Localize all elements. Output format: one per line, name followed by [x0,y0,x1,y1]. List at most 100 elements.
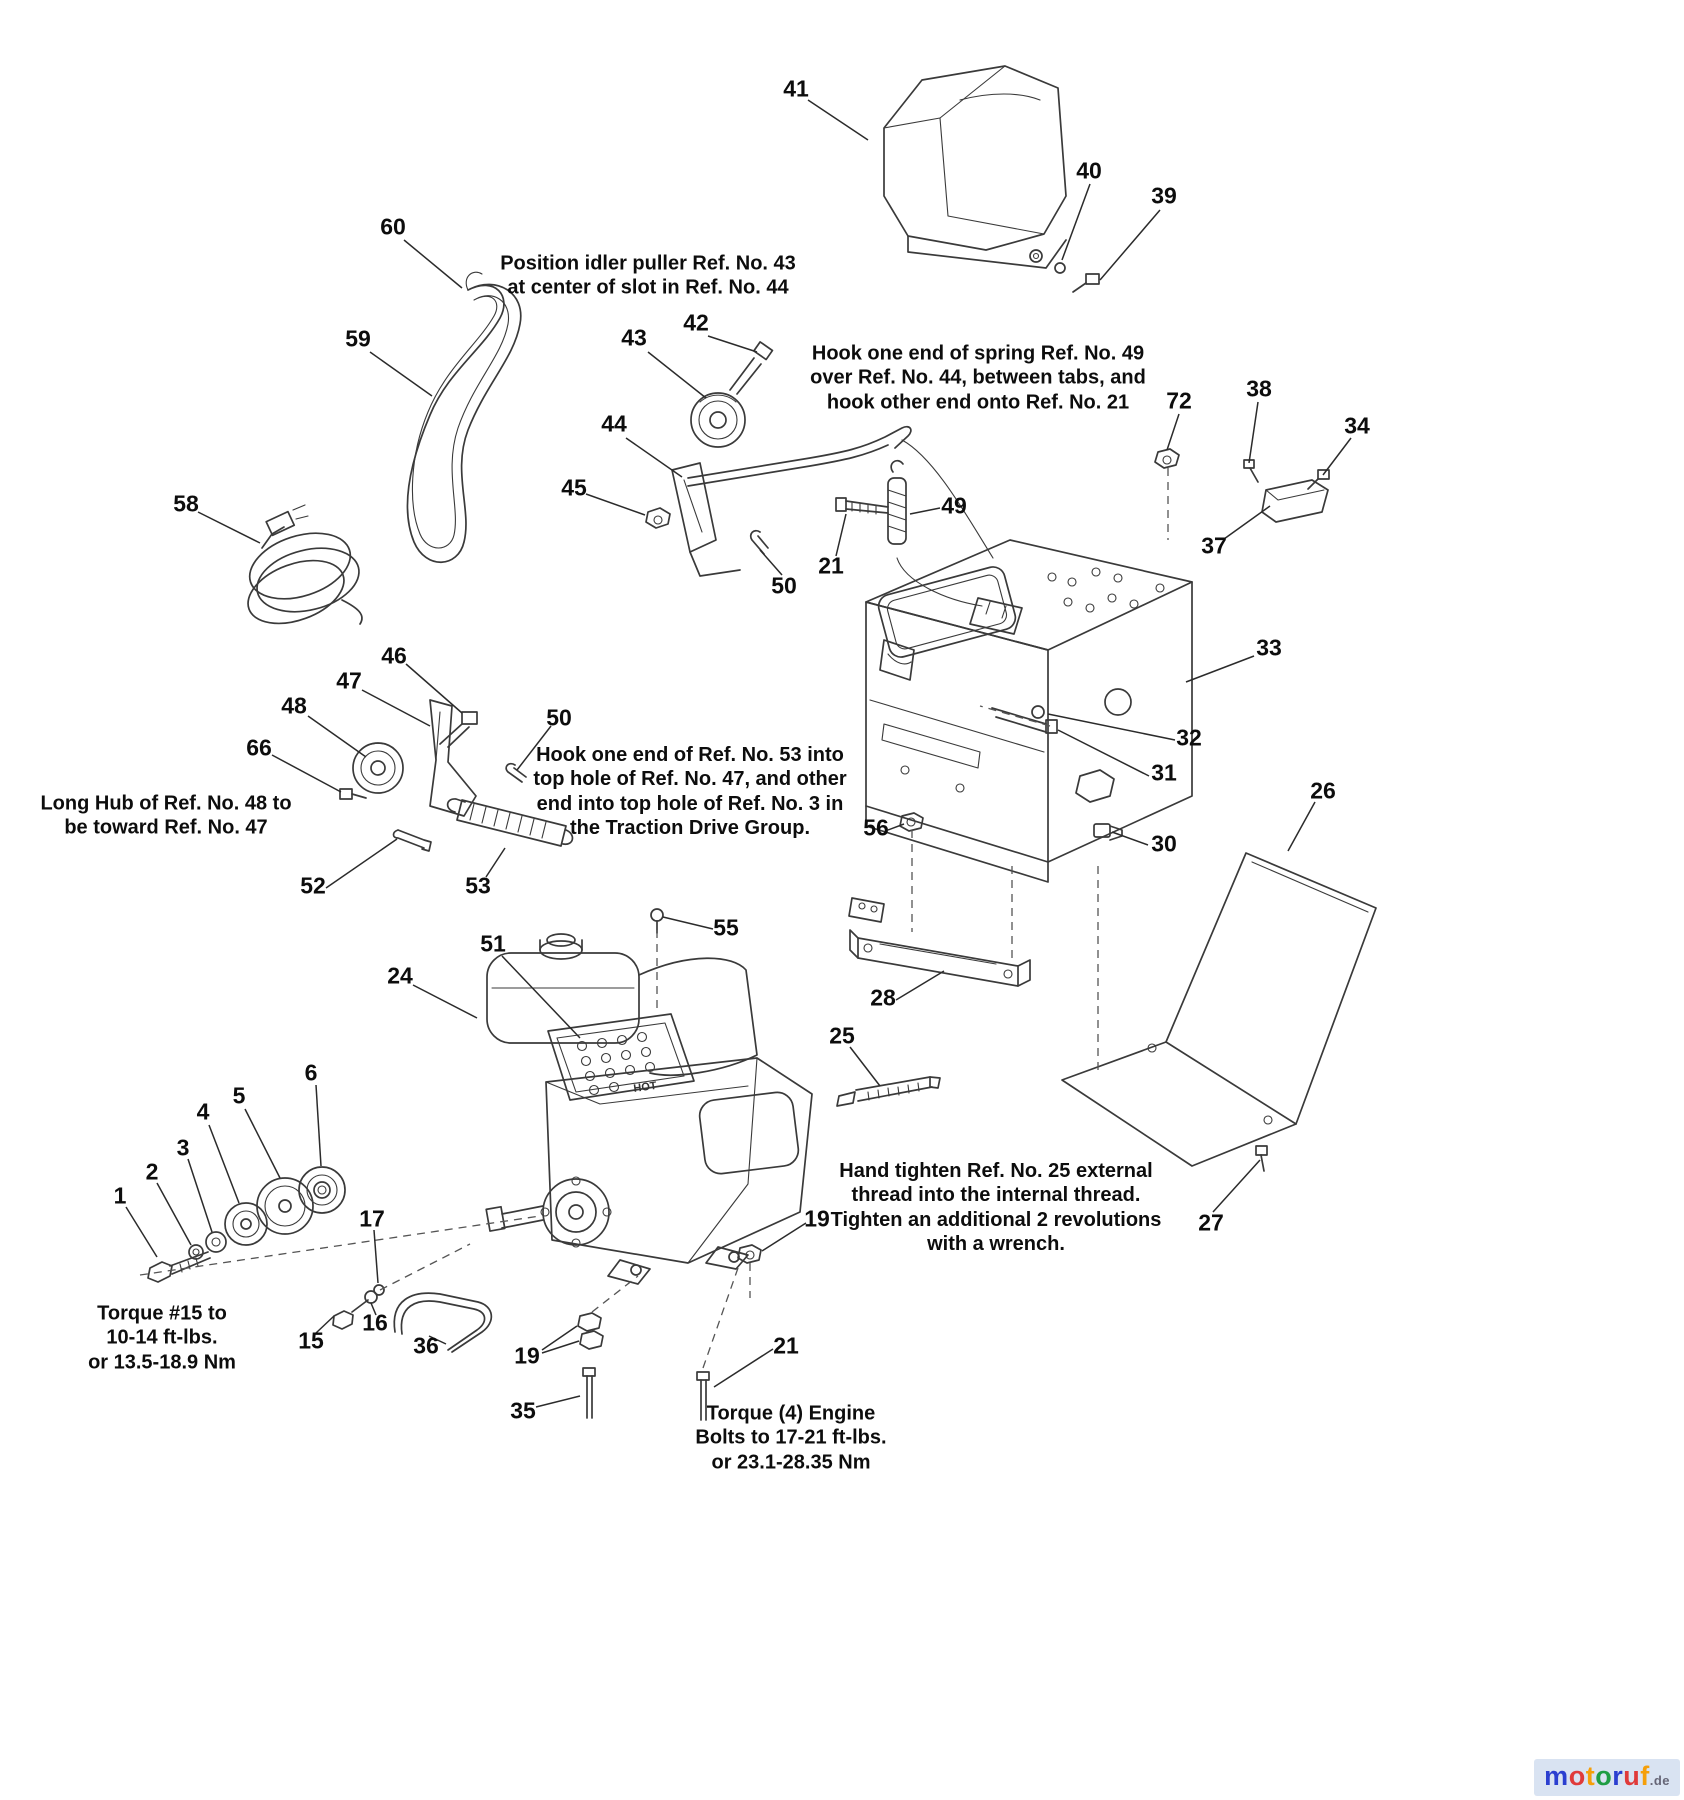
part-label-28: 28 [870,984,896,1011]
part-label-50: 50 [771,572,797,599]
watermark[interactable]: motoruf.de [1534,1759,1680,1796]
pivot-pin-52 [392,829,432,852]
part-label-38: 38 [1246,375,1272,402]
part-label-46: 46 [381,642,407,669]
part-label-60: 60 [380,213,406,240]
part-label-6: 6 [304,1059,318,1086]
extension-spring-49 [887,459,983,607]
part-label-1: 1 [113,1182,127,1209]
watermark-letter: r [1612,1761,1624,1791]
part-label-3: 3 [176,1134,190,1161]
part-label-24: 24 [387,962,413,989]
note-long-hub: Long Hub of Ref. No. 48 to be toward Ref… [40,792,292,839]
part-label-51: 51 [480,930,506,957]
cotter-pin-lower [505,762,527,783]
washer-2 [188,1244,204,1260]
watermark-letter: f [1640,1761,1650,1791]
part-label-59: 59 [345,325,371,352]
part-label-44: 44 [601,410,627,437]
part-label-19: 19 [804,1205,830,1232]
idler-pulley [690,392,746,448]
cover-screw [1072,273,1100,293]
part-label-50: 50 [546,704,572,731]
watermark-word: motoruf [1544,1761,1650,1791]
part-label-33: 33 [1256,634,1282,661]
drive-belt [406,271,522,564]
watermark-letter: o [1595,1761,1613,1791]
note-spring-53: Hook one end of Ref. No. 53 into top hol… [533,744,847,840]
part-label-52: 52 [300,872,326,899]
watermark-letter: t [1585,1761,1596,1791]
alignment-dashes [139,468,1169,1369]
part-label-21: 21 [773,1332,799,1359]
watermark-letter: o [1568,1761,1586,1791]
set-screw-66 [339,788,367,800]
note-hand-tighten: Hand tighten Ref. No. 25 external thread… [830,1160,1162,1256]
pulley-4 [224,1202,268,1246]
support-bracket [849,929,1031,987]
part-label-30: 30 [1151,830,1177,857]
deflector-panel [1061,852,1377,1167]
part-label-47: 47 [336,667,362,694]
part-label-37: 37 [1201,532,1227,559]
engine-bolt-21 [696,1371,710,1421]
part-label-53: 53 [465,872,491,899]
stud-25 [836,1076,941,1107]
part-label-42: 42 [683,309,709,336]
part-label-32: 32 [1176,724,1202,751]
part-label-56: 56 [863,814,889,841]
washer-17 [373,1284,385,1296]
frame-box [865,539,1193,883]
flange-nut-72 [1154,448,1180,469]
idler-bolt [729,341,774,395]
guard-bolt-15 [332,1299,369,1330]
part-label-4: 4 [196,1098,210,1125]
part-label-35: 35 [510,1397,536,1424]
watermark-suffix: .de [1649,1773,1670,1788]
leader-lines [125,99,1352,1408]
engine-cover [883,65,1067,269]
part-label-17: 17 [359,1205,385,1232]
part-label-2: 2 [145,1158,159,1185]
part-label-58: 58 [173,490,199,517]
drain-plug-30 [1093,823,1123,841]
brake-pulley [352,742,404,794]
part-label-19: 19 [514,1342,540,1369]
part-label-34: 34 [1344,412,1370,439]
wire-guard [393,1292,493,1353]
note-torque-engine: Torque (4) Engine Bolts to 17-21 ft-lbs.… [695,1402,887,1474]
shaft-bolt-1 [147,1251,211,1283]
upper-plate [848,897,885,923]
extension-spring-53 [446,798,574,847]
washer-3 [205,1231,227,1253]
hot-label: HOT [633,1080,658,1095]
engine: HOT [485,933,813,1285]
watermark-letter: m [1544,1761,1569,1791]
part-label-16: 16 [362,1309,388,1336]
idler-arm [671,425,994,577]
part-label-55: 55 [713,914,739,941]
nuts-19-lower [577,1312,604,1350]
frame-bolt-31 [991,707,1058,734]
idler-nut [645,507,671,529]
part-label-66: 66 [246,734,272,761]
cover-washer [1054,262,1066,274]
part-label-36: 36 [413,1332,439,1359]
panel-screw-27 [1255,1145,1268,1172]
part-label-31: 31 [1151,759,1177,786]
bracket-screw-right [1307,469,1330,490]
nut-19-upper [737,1244,762,1264]
part-label-5: 5 [232,1082,246,1109]
part-label-49: 49 [941,492,967,519]
part-label-21: 21 [818,552,844,579]
part-label-39: 39 [1151,182,1177,209]
note-idler-position: Position idler puller Ref. No. 43 at cen… [500,252,796,299]
spring-anchor-bolt [835,497,889,515]
part-label-27: 27 [1198,1209,1224,1236]
note-spring-hook: Hook one end of spring Ref. No. 49 over … [810,342,1146,414]
frame-washer-32 [1031,705,1045,719]
brake-bracket [429,699,477,817]
